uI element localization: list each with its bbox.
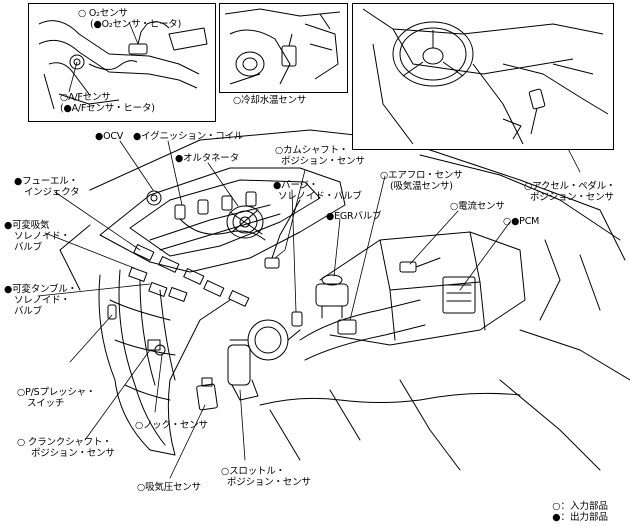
current-sensor-part xyxy=(399,261,417,273)
label-current-sensor: ○電流センサ xyxy=(450,201,505,212)
legend: ○：入力部品 ●：出力部品 xyxy=(552,501,608,523)
label-alternator: ●オルタネータ xyxy=(175,153,239,164)
label-fuel-injector: ●フューエル・ インジェクタ xyxy=(14,176,80,198)
label-throttle-sensor: ○スロットル・ ポジション・センサ xyxy=(221,466,311,488)
engine-head-cover xyxy=(129,179,321,257)
pcm-part xyxy=(442,276,476,314)
exhaust-manifold-illustration xyxy=(38,20,208,110)
label-pcm: ○●PCM xyxy=(503,216,540,227)
intake-pressure-part xyxy=(196,383,218,411)
label-variable-tumble-valve: ●可変タンブル・ ソレノイド・ バルブ xyxy=(4,284,77,317)
intake-manifold xyxy=(98,274,231,456)
ocv-part xyxy=(146,190,162,206)
label-intake-pressure-sensor: ○吸気圧センサ xyxy=(137,482,201,493)
cam-sensor-part xyxy=(291,311,303,327)
label-coolant-sensor: ○冷却水温センサ xyxy=(233,95,307,106)
injector-row xyxy=(128,244,250,307)
cabin-illustration xyxy=(362,8,609,145)
label-af-sensor: ○A/Fセンサ (●A/Fセンサ・ヒータ) xyxy=(60,92,155,114)
purge-solenoid-part xyxy=(264,257,280,269)
label-accelerator-sensor: ○アクセル・ペダル・ ポジション・センサ xyxy=(524,181,616,203)
air-cleaner xyxy=(319,231,526,346)
legend-input: ○：入力部品 xyxy=(552,501,608,512)
label-ps-pressure-switch: ○P/Sプレッシャ・ スイッチ xyxy=(17,387,96,409)
label-variable-intake-valve: ●可変吸気 ソレノイド・ バルブ xyxy=(4,220,70,253)
legend-output: ●：出力部品 xyxy=(552,512,608,523)
label-egr-valve: ●EGRバルブ xyxy=(326,211,382,222)
label-camshaft-sensor: ○カムシャフト・ ポジション・センサ xyxy=(275,145,365,167)
ignition-coils xyxy=(174,191,266,241)
ps-switch-part xyxy=(107,304,117,320)
coolant-illustration xyxy=(224,8,341,85)
airflow-sensor-part xyxy=(299,299,426,361)
label-knock-sensor: ○ノック・センサ xyxy=(135,420,208,431)
label-o2-sensor: ○ O₂センサ (●O₂センサ・ヒータ) xyxy=(78,8,182,30)
label-ocv: ●OCV xyxy=(95,131,124,142)
label-airflow-sensor: ○エアフロ・センサ (吸気温センサ) xyxy=(380,170,463,192)
inset-o2-sensors xyxy=(28,3,216,122)
label-purge-solenoid: ●パージ・ ソレノイド・バルブ xyxy=(273,180,362,202)
egr-valve-part xyxy=(315,274,349,319)
inset-coolant xyxy=(219,3,348,93)
throttle-body xyxy=(227,319,301,401)
label-crankshaft-sensor: ○ クランクシャフト・ ポジション・センサ xyxy=(17,437,115,459)
inset-accelerator xyxy=(352,3,614,150)
alternator-part xyxy=(226,205,264,239)
label-ignition-coil: ●イグニッション・コイル xyxy=(133,131,244,142)
